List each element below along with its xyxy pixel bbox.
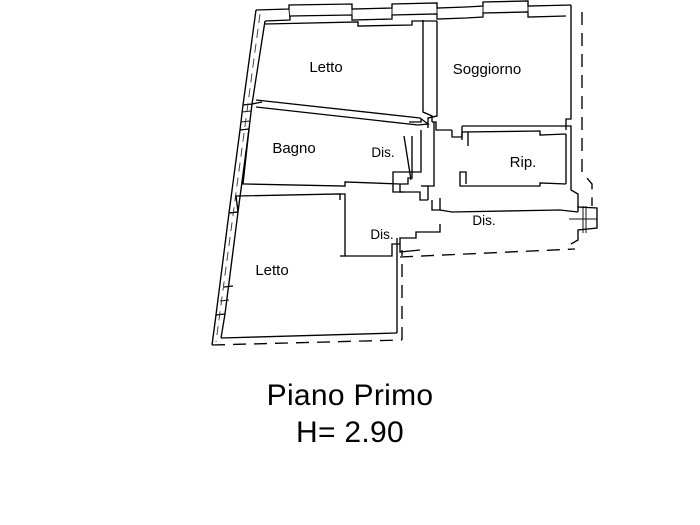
lower-section-line — [399, 248, 576, 258]
room-label-letto-top: Letto — [309, 59, 342, 76]
dis-center-walls — [392, 130, 428, 201]
left-section-line — [215, 13, 261, 343]
soggiorno-west-wall — [422, 20, 433, 122]
room-soggiorno — [409, 20, 567, 138]
room-letto-lower — [228, 193, 346, 228]
dis-right-west-jog — [431, 198, 441, 211]
top-outer-wall-right — [465, 0, 572, 8]
letto-lower-ne-wall — [340, 193, 346, 228]
letto-lower-nw-jamb — [228, 211, 239, 214]
soggiorno-door-leaf — [409, 119, 422, 123]
bagno-east-wall — [400, 136, 413, 185]
left-window-lower-jambs — [215, 285, 234, 316]
letto-bagno-slanted-wall-bottom — [255, 106, 419, 126]
rip-north-wall — [461, 130, 567, 136]
letto-top-east-wall — [427, 21, 438, 128]
soggiorno-south-wall-step — [451, 130, 462, 138]
top-window-jambs — [288, 8, 438, 21]
plan-ceiling-height: H= 2.90 — [295, 416, 404, 449]
room-label-soggiorno: Soggiorno — [453, 61, 521, 78]
room-labels: Letto Soggiorno Bagno Dis. Rip. Dis. Dis… — [255, 59, 536, 279]
room-label-bagno: Bagno — [272, 140, 315, 157]
right-outer-wall — [565, 5, 598, 245]
rip-south-wall — [459, 171, 567, 187]
letto-bagno-slanted-wall-top — [255, 99, 421, 119]
right-section-line — [581, 12, 593, 206]
room-dis-center — [392, 122, 435, 201]
bagno-west-wall — [242, 128, 250, 185]
bagno-door-leaf — [403, 135, 412, 181]
left-outer-wall — [211, 9, 257, 346]
room-label-dis-center: Dis. — [371, 145, 394, 160]
bottom-inner-wall — [220, 332, 398, 339]
plan-title: Piano Primo — [266, 379, 434, 412]
room-rip — [459, 130, 567, 187]
letto-bagno-divider-start — [251, 101, 263, 105]
section-dashed-lines — [215, 12, 593, 343]
top-inner-wall — [264, 11, 567, 22]
top-window-jambs-right — [482, 6, 529, 17]
room-label-dis-right: Dis. — [472, 213, 495, 228]
left-inner-wall — [220, 20, 266, 339]
room-label-letto-lower: Letto — [255, 262, 288, 279]
top-outer-wall-left — [255, 2, 467, 11]
dis-lower-north-step — [399, 231, 428, 244]
soggiorno-sw-door-jamb — [432, 121, 452, 131]
room-label-dis-lower: Dis. — [370, 227, 393, 242]
room-dis-right — [431, 198, 597, 233]
dis-right-south-wall — [439, 209, 579, 213]
letto-top-north-wall — [264, 20, 437, 27]
room-letto-top — [251, 20, 438, 128]
bottom-outer-dashed — [211, 339, 403, 346]
room-label-rip: Rip. — [510, 154, 537, 171]
letto-lower-north-wall — [235, 193, 341, 213]
bagno-south-wall — [244, 181, 401, 187]
room-bagno — [242, 128, 413, 193]
bagno-door-jamb — [399, 184, 404, 193]
room-dis-lower — [340, 224, 441, 257]
letto-bagno-wall-end-cap — [417, 117, 430, 126]
dis-lower-ne-step — [428, 224, 441, 233]
dis-center-east-walls — [427, 128, 435, 200]
outer-walls — [211, 0, 598, 346]
